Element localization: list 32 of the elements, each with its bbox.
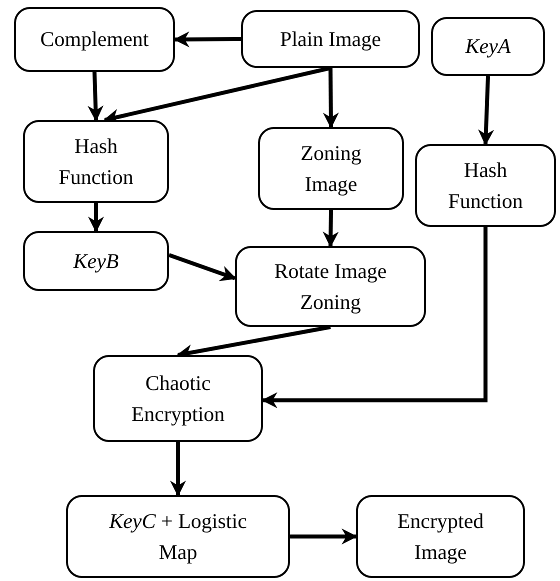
process-box	[66, 495, 290, 578]
arrow	[170, 442, 186, 497]
process-box	[93, 355, 263, 442]
process-box	[241, 10, 420, 68]
box-label: Rotate Image Zoning	[273, 258, 388, 316]
box-label: Encrypted Image	[396, 508, 485, 566]
process-box	[258, 127, 404, 210]
box-label: KeyA	[465, 33, 511, 60]
arrow	[322, 210, 339, 248]
process-box	[431, 17, 545, 76]
box-label: KeyC + Logistic Map	[108, 508, 248, 566]
box-label: Hash Function	[58, 133, 134, 190]
arrow	[168, 253, 236, 282]
process-box	[23, 120, 169, 203]
arrow	[322, 68, 339, 129]
process-box	[415, 144, 556, 227]
process-box	[356, 495, 525, 578]
box-label: Plain Image	[280, 26, 381, 53]
box-label: Hash Function	[447, 157, 524, 214]
arrow	[88, 72, 104, 122]
arrow	[261, 227, 488, 408]
box-label: Zoning Image	[300, 140, 362, 198]
box-label: Complement	[40, 26, 149, 54]
process-box	[235, 246, 426, 327]
process-box	[14, 7, 175, 72]
arrow	[290, 528, 358, 544]
arrow	[478, 76, 494, 146]
box-label: Chaotic Encryption	[130, 370, 226, 428]
box-label: KeyB	[73, 248, 119, 275]
process-box	[23, 231, 169, 291]
arrow	[88, 203, 104, 233]
arrow	[173, 31, 242, 48]
